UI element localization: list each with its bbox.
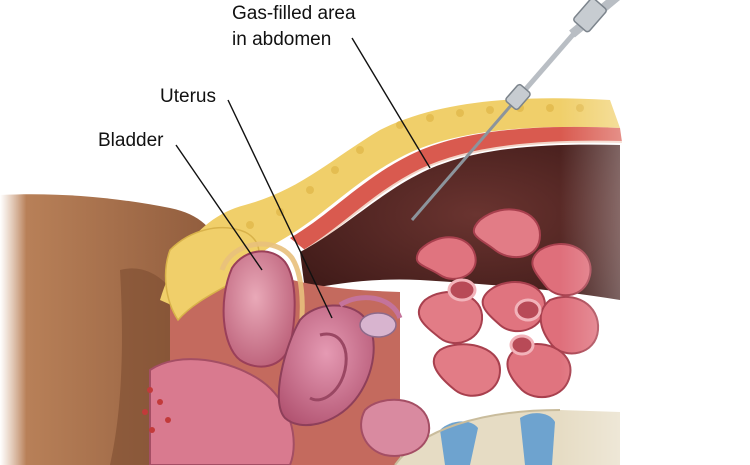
vessel-dots: [142, 387, 171, 433]
bladder-leader-line: [175, 144, 263, 271]
gas-filled-area-label: Gas-filled area: [232, 3, 356, 24]
uterus-label: Uterus: [160, 86, 216, 107]
uterus-organ: [277, 304, 375, 427]
gas-area-leader-line: [351, 37, 431, 169]
rectum-organ: [149, 358, 295, 465]
bladder-organ: [222, 250, 296, 368]
uterus-inner-cavity: [309, 332, 348, 402]
uterus-leader-line: [227, 99, 333, 319]
right-fade: [560, 90, 750, 465]
bowel-lumens: [447, 278, 542, 356]
laparoscope-instrument: [410, 0, 620, 221]
sigmoid-loop: [360, 398, 431, 457]
ovary-organ: [359, 312, 397, 338]
bladder-label: Bladder: [98, 130, 164, 151]
fallopian-tube: [338, 295, 403, 320]
peritoneum-line: [304, 140, 623, 251]
in-abdomen-label: in abdomen: [232, 29, 332, 50]
